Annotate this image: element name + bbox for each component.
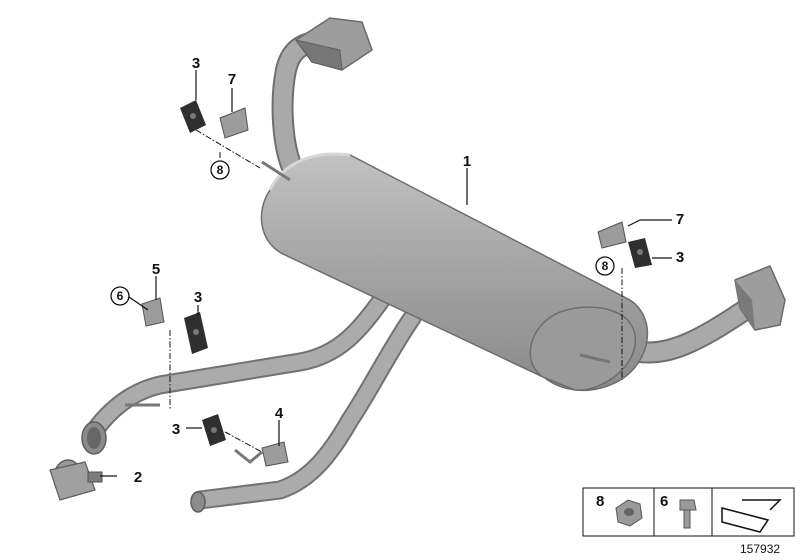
bracket-icon — [261, 441, 289, 467]
callout-nut-top: 8 — [217, 163, 224, 177]
rubber-hanger-icon — [180, 100, 206, 133]
rubber-hanger-icon — [628, 238, 652, 268]
tailpipe-upper-icon — [271, 17, 373, 176]
callout-clamp: 2 — [134, 469, 142, 486]
circled-callout — [110, 286, 130, 306]
leader-lines — [100, 70, 672, 477]
front-pipes-icon — [81, 285, 422, 513]
callout-bracket-bottom: 4 — [275, 405, 284, 422]
rubber-hanger-icon — [202, 414, 226, 446]
bracket-icon — [597, 221, 627, 249]
mount-pin-icon — [579, 353, 611, 364]
bracket-icon — [219, 107, 249, 139]
tailpipe-right-icon — [619, 265, 786, 364]
callout-bolt-left: 6 — [117, 289, 124, 303]
legend: 8 6 — [582, 487, 795, 537]
legend-nut-number: 8 — [596, 493, 604, 510]
rubber-hanger-icon — [184, 312, 208, 354]
callout-hanger-mid-left: 3 — [194, 289, 202, 306]
bolt-icon — [679, 499, 697, 529]
circled-callout — [595, 256, 615, 276]
circled-callout — [210, 160, 230, 180]
muffler-icon — [260, 152, 649, 392]
callout-hanger-bottom: 3 — [172, 421, 180, 438]
callout-muffler: 1 — [463, 153, 471, 170]
mount-pin-icon — [234, 448, 263, 464]
mount-pin-icon — [261, 160, 291, 182]
bracket-icon — [141, 297, 165, 327]
callout-bracket-right: 7 — [676, 211, 684, 228]
legend-bolt-number: 6 — [660, 493, 668, 510]
callout-bracket-left: 5 — [152, 261, 160, 278]
arrow-icon — [721, 499, 782, 533]
clamp-icon — [49, 459, 103, 501]
callout-hanger-right: 3 — [676, 249, 684, 266]
callout-bracket-top: 7 — [228, 71, 236, 88]
nut-icon — [615, 499, 643, 527]
diagram-id: 157932 — [740, 542, 780, 556]
callout-nut-right: 8 — [602, 259, 609, 273]
dash-lines — [169, 129, 623, 453]
callout-hanger-top-left: 3 — [192, 55, 200, 72]
